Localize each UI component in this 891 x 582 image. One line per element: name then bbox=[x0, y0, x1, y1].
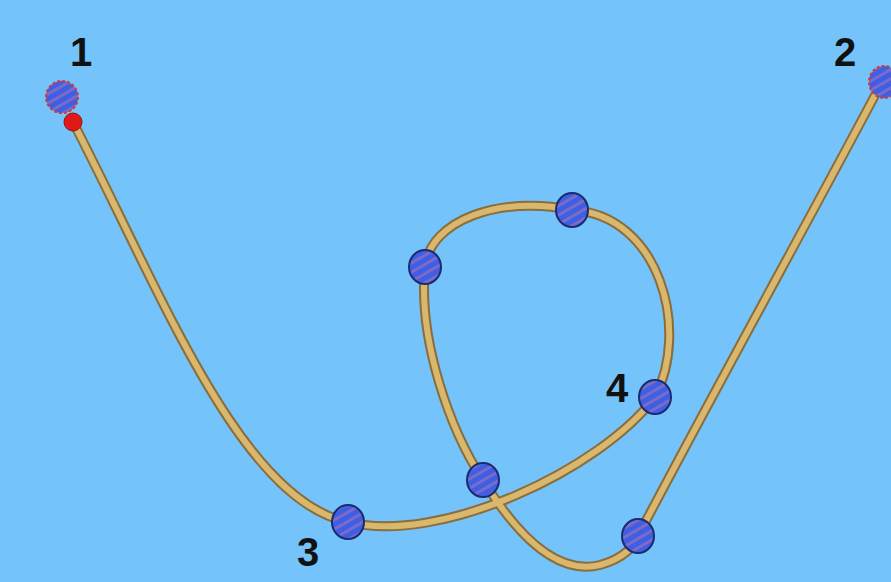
anchor-dot bbox=[64, 113, 82, 131]
callout-number: 2 bbox=[834, 32, 856, 72]
rope bbox=[73, 82, 882, 567]
callout-number: 4 bbox=[606, 368, 628, 408]
rope-knots bbox=[46, 66, 891, 553]
callout-number: 1 bbox=[70, 32, 92, 72]
callout-number: 3 bbox=[297, 532, 319, 572]
